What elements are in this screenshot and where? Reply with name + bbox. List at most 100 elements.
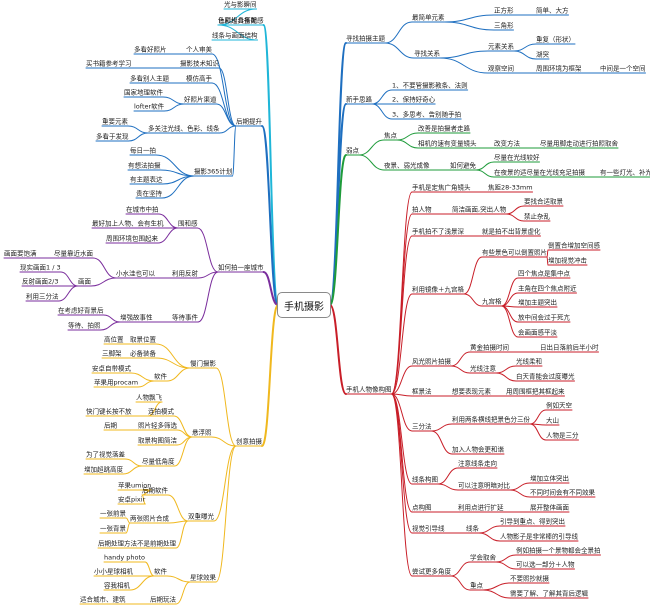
mindmap-node-y14[interactable]: 照片轻多筛选 — [138, 421, 177, 430]
mindmap-node-m38[interactable]: 增加立体突出 — [530, 474, 569, 483]
mindmap-node-y33[interactable]: 适合城市、建筑 — [80, 595, 126, 604]
mindmap-node-r10[interactable]: 观察空间 — [488, 64, 514, 73]
central-topic[interactable]: 手机摄影 — [277, 292, 331, 318]
mindmap-node-g9[interactable]: 尽量在光线较好 — [494, 153, 540, 162]
mindmap-node-y19[interactable]: 尽量低角度 — [142, 457, 175, 466]
mindmap-node-m40[interactable]: 点构图 — [412, 503, 432, 512]
mindmap-node-p7[interactable]: 小水洼也可以 — [116, 269, 155, 278]
mindmap-node-g6[interactable]: 尽量用脚走动进行拍照取舍 — [540, 139, 618, 148]
mindmap-node-y23[interactable]: 一张前景 — [100, 509, 126, 518]
mindmap-node-p14[interactable]: 在考虑好背景后 — [58, 306, 104, 315]
mindmap-node-n4[interactable]: 3、多思考、告别随手拍 — [392, 110, 462, 119]
mindmap-node-r4[interactable]: 简单、大方 — [536, 6, 569, 15]
mindmap-node-y5[interactable]: 必备装备 — [130, 349, 156, 358]
mindmap-node-n2[interactable]: 1、不要管摄影教条、法则 — [392, 81, 468, 90]
mindmap-node-m19[interactable]: 会画面感平淡 — [518, 328, 557, 337]
mindmap-node-m52[interactable]: 不要照抄就摄 — [510, 574, 549, 583]
mindmap-node-b16[interactable]: 有想法拍摄 — [128, 161, 161, 170]
mindmap-node-g2[interactable]: 焦点 — [384, 131, 397, 140]
mindmap-node-y20[interactable]: 苹果umion — [118, 481, 152, 490]
mindmap-node-g5[interactable]: 改变方法 — [494, 139, 520, 148]
mindmap-node-m49[interactable]: 例如拍摄一个景物都会全景拍 — [516, 546, 601, 555]
mindmap-node-m27[interactable]: 想要表现元素 — [452, 387, 491, 396]
mindmap-node-m39[interactable]: 不同时间会有不同效果 — [530, 488, 595, 497]
mindmap-node-r6[interactable]: 寻找关系 — [414, 49, 440, 58]
mindmap-node-r2[interactable]: 最简单元素 — [412, 13, 445, 22]
mindmap-node-p6[interactable]: 利用反射 — [172, 269, 198, 278]
mindmap-node-y17[interactable]: 为了视觉落差 — [86, 450, 125, 459]
mindmap-node-m3[interactable]: 焦距28-33mm — [488, 183, 533, 192]
mindmap-node-g8[interactable]: 如何避免 — [450, 161, 476, 170]
mindmap-node-p9[interactable]: 尽量靠近水面 — [54, 249, 93, 258]
mindmap-node-y31[interactable]: 容我相机 — [104, 581, 130, 590]
mindmap-node-m2[interactable]: 手机是定焦广角镜头 — [412, 183, 471, 192]
mindmap-node-r1[interactable]: 寻找拍摄主题 — [346, 34, 385, 43]
mindmap-node-m47[interactable]: 尝试更多角度 — [412, 567, 451, 576]
mindmap-node-y13[interactable]: 后期 — [104, 421, 117, 430]
mindmap-node-m37[interactable]: 可以注意明暗对比 — [458, 481, 510, 490]
mindmap-node-g1[interactable]: 弱点 — [346, 146, 359, 155]
mindmap-node-b11[interactable]: 重要元素 — [102, 117, 128, 126]
mindmap-node-p17[interactable]: 等待事件 — [172, 313, 198, 322]
mindmap-node-m50[interactable]: 可以选一部分＋人物 — [516, 560, 575, 569]
mindmap-node-r9[interactable]: 湖突 — [536, 50, 549, 59]
mindmap-node-p4[interactable]: 周围环境包围起来 — [106, 234, 158, 243]
mindmap-node-m30[interactable]: 利用两条横线把景色分三份 — [452, 415, 530, 424]
mindmap-node-y6[interactable]: 安卓自带模式 — [92, 364, 131, 373]
mindmap-node-m24[interactable]: 光线柔和 — [516, 357, 542, 366]
mindmap-node-g3[interactable]: 改善是拍摄者走路 — [418, 124, 470, 133]
mindmap-node-r7[interactable]: 元素关系 — [488, 42, 514, 51]
mindmap-node-m14[interactable]: 九宫格 — [482, 297, 502, 306]
mindmap-node-p1[interactable]: 如何拍一座城市 — [218, 263, 264, 272]
mindmap-node-m42[interactable]: 展开整体画面 — [530, 503, 569, 512]
mindmap-node-y16[interactable]: 悬浮照 — [192, 428, 212, 437]
mindmap-node-y9[interactable]: 慢门摄影 — [190, 359, 216, 368]
mindmap-node-y18[interactable]: 增加超跳高度 — [84, 465, 123, 474]
mindmap-node-p8[interactable]: 画面要饱满 — [4, 249, 37, 258]
mindmap-node-y28[interactable]: handy photo — [104, 553, 146, 562]
mindmap-node-c2[interactable]: 色彩组合搭配 — [218, 16, 257, 25]
mindmap-node-r12[interactable]: 中间是一个空间 — [600, 64, 646, 73]
mindmap-node-y22[interactable]: 后期软件 — [142, 486, 168, 495]
mindmap-node-y3[interactable]: 取景位置 — [130, 335, 156, 344]
mindmap-node-b1[interactable]: 后期提升 — [236, 117, 262, 126]
mindmap-node-m51[interactable]: 重点 — [470, 581, 483, 590]
mindmap-node-m35[interactable]: 线条构图 — [412, 475, 438, 484]
mindmap-node-b6[interactable]: 多看别人主题 — [130, 74, 169, 83]
mindmap-node-b7[interactable]: 模仿高手 — [186, 74, 212, 83]
mindmap-node-y24[interactable]: 一张背景 — [100, 524, 126, 533]
mindmap-node-m29[interactable]: 三分法 — [412, 422, 432, 431]
mindmap-node-m21[interactable]: 黄金拍摄时间 — [470, 343, 509, 352]
mindmap-node-m5[interactable]: 简洁画面,突出人物 — [452, 205, 507, 214]
mindmap-node-y8[interactable]: 软件 — [154, 372, 167, 381]
mindmap-node-g7[interactable]: 夜景、弱光成像 — [384, 161, 430, 170]
mindmap-node-m41[interactable]: 利用点进行扩延 — [458, 503, 504, 512]
mindmap-node-p5[interactable]: 围和感 — [178, 219, 198, 228]
mindmap-node-m17[interactable]: 增加主题突出 — [518, 298, 557, 307]
mindmap-node-p3[interactable]: 最好加上人物、会有生机 — [92, 219, 164, 228]
mindmap-node-b13[interactable]: 多看于发现 — [96, 132, 129, 141]
mindmap-node-c1[interactable]: 光与影瞬间 — [224, 0, 257, 9]
mindmap-node-m18[interactable]: 放中间会过于死亢 — [518, 313, 570, 322]
mindmap-node-m45[interactable]: 引导到重点、得到突出 — [500, 517, 565, 526]
mindmap-node-m1[interactable]: 手机人物像构图 — [346, 385, 392, 394]
mindmap-node-r5[interactable]: 三角形 — [494, 21, 514, 30]
mindmap-node-m36[interactable]: 注意线条走向 — [458, 459, 497, 468]
mindmap-node-b8[interactable]: 好照片渠道 — [184, 95, 217, 104]
mindmap-node-y26[interactable]: 后期处理方法不是前期处理 — [98, 539, 176, 548]
mindmap-node-m44[interactable]: 线条 — [466, 524, 479, 533]
mindmap-node-p15[interactable]: 等待、拍照 — [68, 321, 101, 330]
mindmap-node-m31[interactable]: 例如天空 — [546, 401, 572, 410]
mindmap-node-p16[interactable]: 增强故事性 — [120, 313, 153, 322]
mindmap-node-p11[interactable]: 现实画面1 / 3 — [20, 263, 61, 272]
mindmap-node-n1[interactable]: 新手思路 — [346, 95, 372, 104]
mindmap-node-y32[interactable]: 后期玩法 — [150, 595, 176, 604]
mindmap-node-p2[interactable]: 在城市中拍 — [126, 205, 159, 214]
mindmap-node-m32[interactable]: 大山 — [546, 416, 559, 425]
mindmap-node-g11[interactable]: 有一些灯光、补光 — [600, 168, 650, 177]
mindmap-node-y27[interactable]: 双重曝光 — [188, 512, 214, 521]
mindmap-node-m7[interactable]: 禁止杂乱 — [524, 212, 550, 221]
mindmap-node-y29[interactable]: 小小星球相机 — [94, 567, 133, 576]
mindmap-node-r11[interactable]: 周围环境为框架 — [536, 64, 582, 73]
mindmap-node-b18[interactable]: 贵在坚持 — [136, 189, 162, 198]
